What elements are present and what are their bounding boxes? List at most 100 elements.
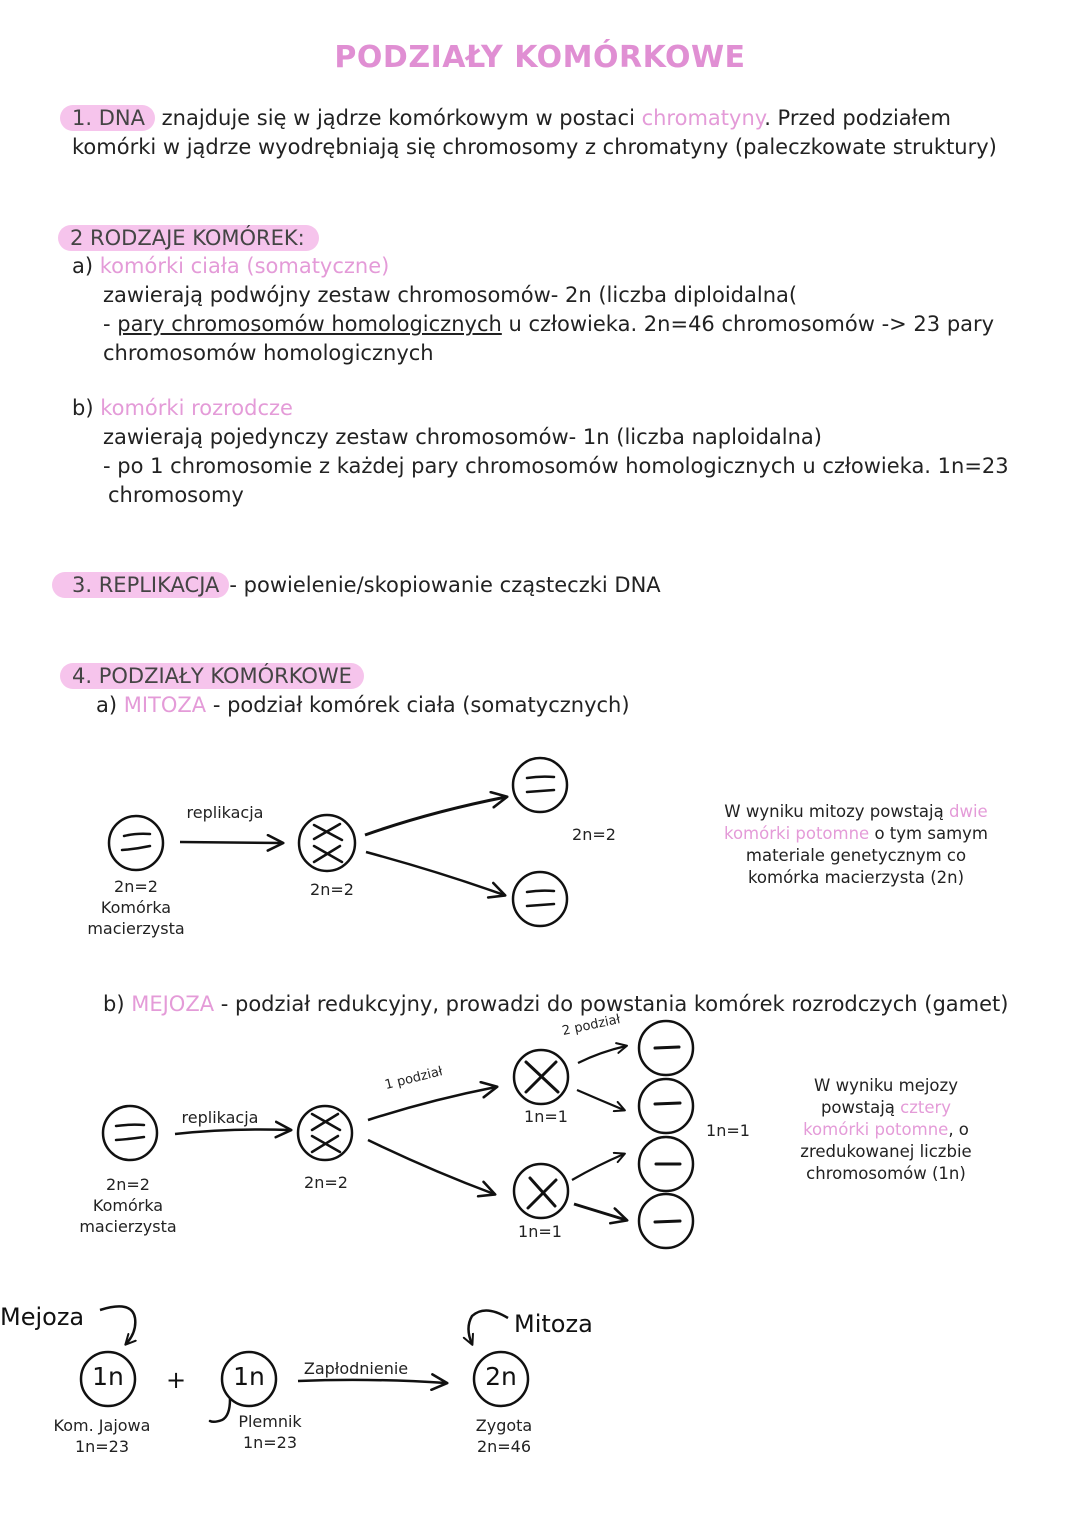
zygote-circle	[472, 1350, 530, 1408]
reproductive-term: komórki rozrodcze	[100, 396, 293, 420]
meiosis-note-a: W wyniku mejozy	[814, 1076, 958, 1095]
somatic-prefix: a)	[72, 254, 100, 278]
page-title: PODZIAŁY KOMÓRKOWE	[334, 40, 746, 75]
mitosis-note-c: materiale genetycznym co	[745, 846, 967, 865]
meiosis-term: MEJOZA	[131, 992, 215, 1016]
mitosis-term: MITOZA	[123, 693, 207, 717]
sperm-symbol: 1n	[233, 1362, 265, 1391]
zygote-symbol: 2n	[485, 1362, 517, 1391]
mitosis-arrow-down	[365, 850, 507, 899]
sperm-tail	[208, 1397, 232, 1424]
egg-label-line-1: Kom. Jajowa	[53, 1416, 151, 1435]
mitosis-arrow-up	[364, 790, 509, 837]
mitosis-curved-arrow	[462, 1309, 509, 1346]
meiosis-note-pink-1: cztery	[900, 1098, 952, 1117]
mitosis-note-d: komórka macierzysta (2n)	[747, 868, 965, 887]
meiosis-first-division-arrow-down	[367, 1138, 497, 1198]
mitosis-mother-line-1: Komórka	[100, 898, 172, 917]
mitosis-replication-label: replikacja	[186, 803, 264, 822]
mitosis-note-a: W wyniku mitozy powstają	[724, 802, 949, 821]
zygote-label: Zygota 2n=46	[466, 1415, 542, 1457]
meiosis-note-c: , o	[948, 1120, 969, 1139]
mitosis-bottom-label: Mitoza	[514, 1310, 593, 1338]
section-2-label: 2 RODZAJE KOMÓREK:	[58, 225, 319, 251]
meiosis-bottom-label: Mejoza	[0, 1303, 85, 1331]
reproductive-title: b) komórki rozrodcze	[72, 394, 293, 423]
meiosis-replication-arrow	[174, 1120, 293, 1139]
reproductive-prefix: b)	[72, 396, 101, 420]
egg-cell-circle	[79, 1350, 137, 1408]
sperm-label-line-2: 1n=23	[242, 1433, 298, 1452]
section-3-line: 3. REPLIKACJA- powielenie/skopiowanie cz…	[52, 571, 661, 600]
meiosis-mother-line-1: Komórka	[92, 1196, 164, 1215]
meiosis-gamete-2	[637, 1077, 695, 1135]
fertilization-label: Zapłodnienie	[303, 1359, 409, 1378]
meiosis-mother-label: 2n=2 Komórka macierzysta	[78, 1174, 178, 1237]
meiosis-replicated-cell	[296, 1104, 354, 1162]
section-1-label: 1. DNA	[60, 105, 155, 131]
mitosis-prefix: a)	[96, 693, 124, 717]
meiosis-heading: b) MEJOZA - podział redukcyjny, prowadzi…	[103, 990, 1008, 1019]
meiosis-mother-cell	[101, 1104, 159, 1162]
sperm-cell-circle	[220, 1350, 278, 1408]
section-3-label: 3. REPLIKACJA	[52, 572, 230, 598]
mitosis-note: W wyniku mitozy powstają dwie komórki po…	[716, 801, 996, 889]
section-4-label: 4. PODZIAŁY KOMÓRKOWE	[60, 663, 364, 689]
mitosis-daughter-cell-top	[511, 756, 569, 814]
meiosis-mother-line-2: macierzysta	[79, 1217, 177, 1236]
sperm-label-line-1: Plemnik	[238, 1412, 302, 1431]
section-4-heading: 4. PODZIAŁY KOMÓRKOWE	[60, 662, 364, 691]
mitosis-note-pink-2: komórki potomne	[724, 824, 870, 843]
plus-sign: +	[166, 1366, 187, 1394]
mitosis-text: - podział komórek ciała (somatycznych)	[206, 693, 630, 717]
somatic-dash: -	[103, 312, 118, 336]
section-2-heading: 2 RODZAJE KOMÓREK:	[58, 224, 319, 253]
mitosis-replicated-cell	[297, 813, 357, 873]
mitosis-mother-cell	[107, 814, 165, 872]
somatic-line-2-rest: u człowieka. 2n=46 chromosomów -> 23 par…	[501, 312, 995, 336]
mitosis-note-pink-1: dwie	[948, 802, 988, 821]
mitosis-heading: a) MITOZA - podział komórek ciała (somat…	[96, 691, 630, 720]
reproductive-line-1: zawierają pojedynczy zestaw chromosomów-…	[103, 425, 822, 449]
egg-symbol: 1n	[92, 1362, 124, 1391]
meiosis-intermediate-ploidy-bottom: 1n=1	[518, 1222, 562, 1241]
meiosis-note: W wyniku mejozy powstają cztery komórki …	[776, 1075, 996, 1185]
reproductive-line-3: chromosomy	[108, 483, 244, 507]
mitosis-mother-line-2: macierzysta	[87, 919, 185, 938]
meiosis-intermediate-cell-top	[512, 1048, 570, 1106]
meiosis-gamete-4	[637, 1192, 695, 1250]
meiosis-intermediate-cell-bottom	[512, 1162, 570, 1220]
somatic-term: komórki ciała (somatyczne)	[99, 254, 390, 278]
somatic-line-2: - pary chromosomów homologicznych u czło…	[103, 310, 994, 339]
meiosis-curved-arrow	[99, 1305, 137, 1346]
mitosis-note-b: o tym samym	[869, 824, 988, 843]
meiosis-replication-label: replikacja	[181, 1108, 259, 1127]
zygote-label-line-2: 2n=46	[476, 1437, 532, 1456]
meiosis-gamete-3	[637, 1135, 695, 1193]
reproductive-line-2: - po 1 chromosomie z każdej pary chromos…	[103, 454, 1009, 478]
mitosis-mother-label: 2n=2 Komórka macierzysta	[86, 876, 186, 939]
meiosis-note-e: chromosomów (1n)	[806, 1164, 966, 1183]
meiosis-note-pink-2: komórki potomne	[803, 1120, 949, 1139]
section-1-line-1: 1. DNA znajduje się w jądrze komórkowym …	[60, 104, 951, 133]
somatic-line-3: chromosomów homologicznych	[103, 341, 434, 365]
section-1-text-a: znajduje się w jądrze komórkowym w posta…	[154, 106, 642, 130]
meiosis-second-division-arrow-1	[577, 1042, 628, 1064]
somatic-line-1: zawierają podwójny zestaw chromosomów- 2…	[103, 283, 798, 307]
fertilization-arrow	[297, 1373, 449, 1392]
meiosis-prefix: b)	[103, 992, 132, 1016]
section-3-text: - powielenie/skopiowanie cząsteczki DNA	[229, 573, 661, 597]
meiosis-gamete-1	[637, 1019, 695, 1077]
section-1-line-2: komórki w jądrze wyodrębniają się chromo…	[72, 135, 997, 159]
meiosis-intermediate-ploidy-top: 1n=1	[524, 1107, 568, 1126]
meiosis-mother-ploidy: 2n=2	[106, 1175, 150, 1194]
mitosis-daughter-cell-bottom	[511, 870, 569, 928]
meiosis-gamete-ploidy: 1n=1	[706, 1121, 750, 1140]
meiosis-note-b: powstają	[820, 1098, 901, 1117]
mitosis-daughter-ploidy: 2n=2	[572, 825, 616, 844]
egg-label-line-2: 1n=23	[74, 1437, 130, 1456]
section-1-text-b: . Przed podziałem	[764, 106, 951, 130]
homologous-pairs-term: pary chromosomów homologicznych	[117, 312, 502, 336]
mitosis-mid-ploidy: 2n=2	[310, 880, 354, 899]
